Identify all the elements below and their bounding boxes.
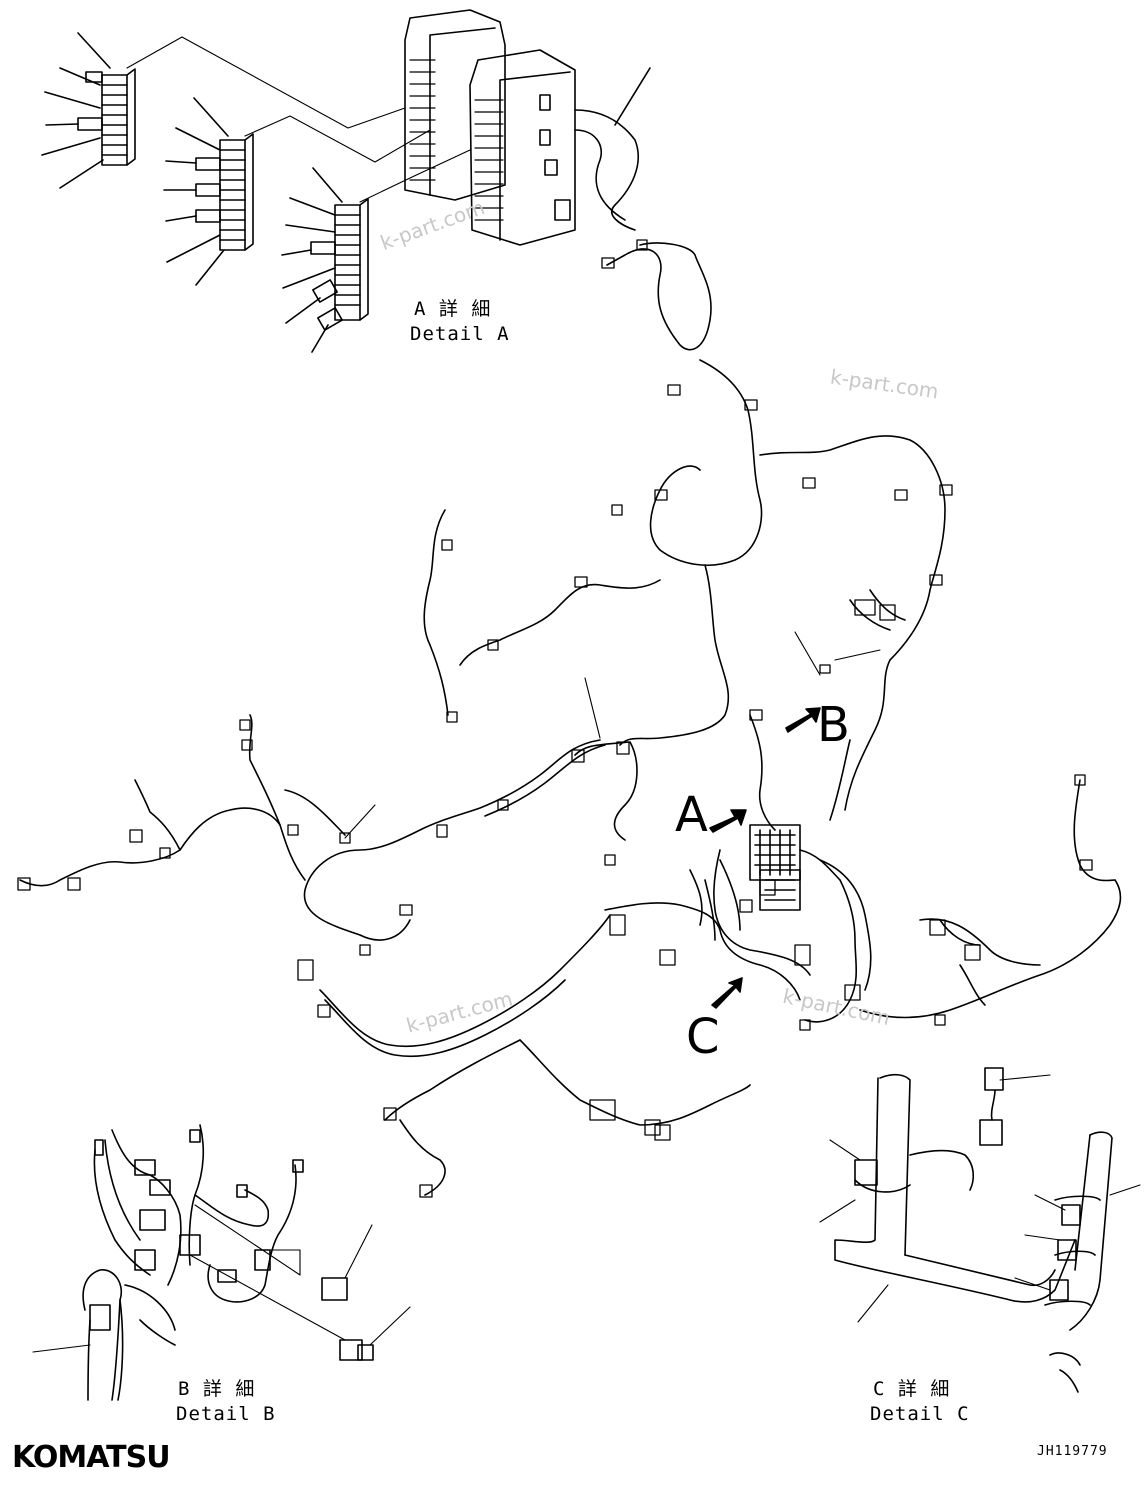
callout-arrows — [709, 707, 821, 1009]
detail-a-title-en: Detail A — [410, 323, 510, 345]
detail-c-title-jp: C 詳 細 — [873, 1378, 951, 1400]
detail-a-title-jp: A 詳 細 — [414, 298, 492, 320]
detail-c-drawing — [819, 1067, 1141, 1393]
callout-label-a: A — [675, 787, 708, 843]
detail-a-fuse-box — [41, 9, 651, 353]
document-id: JH119779 — [1037, 1444, 1108, 1459]
detail-b-title-en: Detail B — [176, 1403, 276, 1425]
callout-label-b: B — [817, 697, 850, 753]
detail-b-title-jp: B 詳 細 — [178, 1378, 256, 1400]
callout-label-c: C — [686, 1009, 720, 1065]
main-harness — [17, 239, 1122, 1198]
detail-b-drawing — [32, 1124, 411, 1401]
komatsu-logo: KOMATSU — [12, 1440, 171, 1475]
detail-c-title-en: Detail C — [870, 1403, 970, 1425]
